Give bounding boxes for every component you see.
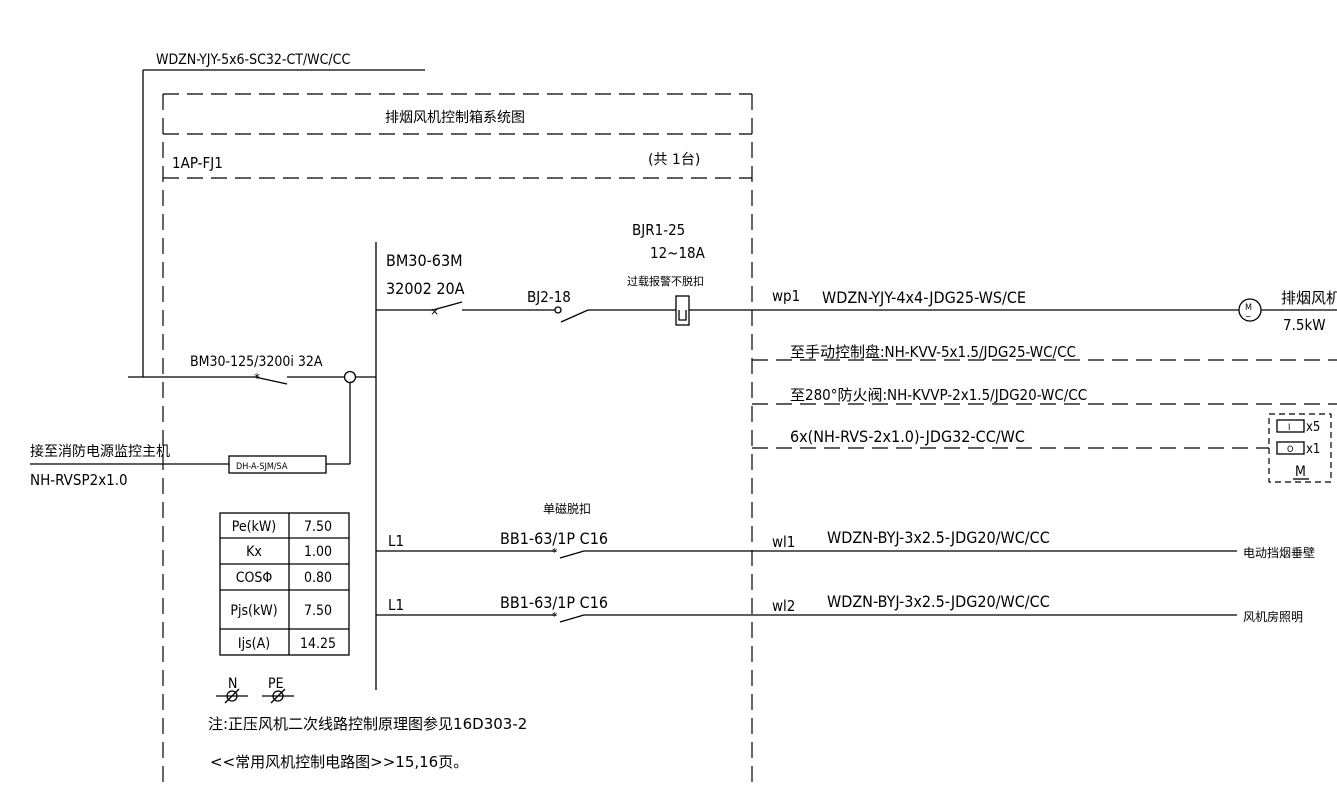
table-value: 14.25 [300, 636, 336, 652]
remote-control-module: I O x5 x1 M [1268, 413, 1332, 483]
relay-label-2: 12~18A [650, 244, 706, 262]
load-wl2: 风机房照明 [1243, 609, 1303, 624]
feeder-wl1: * L1 单磁脱扣 BB1-63/1P C16 wl1 WDZN-BYJ-3x2… [376, 501, 1315, 560]
incoming-cable-label: WDZN-YJY-5x6-SC32-CT/WC/CC [156, 52, 350, 68]
table-value: 7.50 [304, 603, 332, 619]
table-param: Pjs(kW) [230, 603, 277, 619]
monitor-cable-label: NH-RVSP2x1.0 [30, 471, 128, 489]
table-value: 7.50 [304, 519, 332, 535]
ctrl-line-1: 至手动控制盘:NH-KVV-5x1.5/JDG25-WC/CC [790, 343, 1076, 361]
l1-label-b: L1 [388, 596, 404, 614]
svg-text:×: × [430, 305, 439, 318]
table-param: Pe(kW) [232, 519, 276, 535]
cable-wl1: WDZN-BYJ-3x2.5-JDG20/WC/CC [827, 528, 1050, 547]
ctrl-line-3: 6x(NH-RVS-2x1.0)-JDG32-CC/WC [790, 427, 1025, 446]
box-count: (共 1台) [648, 152, 700, 168]
load-wl1: 电动挡烟垂壁 [1243, 545, 1315, 560]
note-line-1: 注:正压风机二次线路控制原理图参见16D303-2 [208, 715, 527, 733]
bus-pe-label: PE [268, 676, 284, 692]
main-breaker: * BM30-125/3200i 32A [128, 354, 376, 385]
breaker-wl1: BB1-63/1P C16 [500, 529, 608, 548]
svg-text:*: * [552, 610, 558, 623]
control-lines: 至手动控制盘:NH-KVV-5x1.5/JDG25-WC/CC 至280°防火阀… [752, 343, 1337, 449]
incoming-cable: WDZN-YJY-5x6-SC32-CT/WC/CC [142, 52, 425, 377]
table-param: COSΦ [236, 570, 273, 586]
table-param: Kx [246, 544, 262, 560]
module-x5: x5 [1306, 420, 1320, 435]
l1-label-a: L1 [388, 532, 404, 550]
svg-text:*: * [254, 371, 260, 385]
branch-breaker-label-2: 32002 20A [386, 279, 465, 298]
contactor-label: BJ2-18 [527, 288, 571, 306]
neutral-pe-terminals: N PE [216, 676, 294, 704]
note-line-2: <<常用风机控制电路图>>15,16页。 [210, 753, 468, 771]
circuit-wl1: wl1 [772, 533, 795, 551]
table-param: Ijs(A) [238, 636, 270, 652]
cable-wl2: WDZN-BYJ-3x2.5-JDG20/WC/CC [827, 592, 1050, 611]
module-i-button: I [1288, 423, 1290, 433]
main-breaker-label: BM30-125/3200i 32A [190, 354, 323, 370]
circuit-wp1: wp1 [772, 287, 800, 305]
box-id: 1AP-FJ1 [172, 154, 223, 172]
control-box-outline [162, 93, 753, 790]
ctrl-line-2: 至280°防火阀:NH-KVVP-2x1.5/JDG20-WC/CC [790, 386, 1087, 404]
module-o-button: O [1287, 445, 1293, 455]
relay-note: 过载报警不脱扣 [627, 274, 704, 288]
fan-power: 7.5kW [1283, 316, 1326, 334]
fan-name: 排烟风机 [1281, 289, 1337, 307]
cable-wp1: WDZN-YJY-4x4-JDG25-WS/CE [822, 288, 1026, 307]
module-m: M [1295, 464, 1306, 480]
module-x1: x1 [1306, 442, 1320, 457]
table-value: 0.80 [304, 570, 332, 586]
box-title: 排烟风机控制箱系统图 [385, 110, 525, 126]
shunt-note: 单磁脱扣 [543, 501, 591, 516]
monitor-connection: DH-A-SJM/SA 接至消防电源监控主机 NH-RVSP2x1.0 [30, 383, 351, 489]
load-table: Pe(kW) 7.50 Kx 1.00 COSΦ 0.80 Pjs(kW) 7.… [219, 512, 350, 656]
branch-breaker-label-1: BM30-63M [386, 251, 463, 270]
monitor-module-label: DH-A-SJM/SA [236, 462, 288, 472]
motor-symbol: M [1245, 303, 1252, 313]
monitor-to-label: 接至消防电源监控主机 [30, 443, 170, 460]
svg-text:~: ~ [1245, 312, 1252, 321]
breaker-wl2: BB1-63/1P C16 [500, 593, 608, 612]
relay-label-1: BJR1-25 [632, 221, 685, 239]
circuit-wl2: wl2 [772, 597, 795, 615]
bus-n-label: N [228, 676, 237, 692]
table-value: 1.00 [304, 544, 332, 560]
feeder-wp1: × M ~ BM30-63M 32002 20A BJ2-18 BJR1-25 … [376, 221, 1337, 334]
svg-text:*: * [552, 546, 558, 559]
feeder-wl2: * L1 BB1-63/1P C16 wl2 WDZN-BYJ-3x2.5-JD… [376, 592, 1303, 624]
